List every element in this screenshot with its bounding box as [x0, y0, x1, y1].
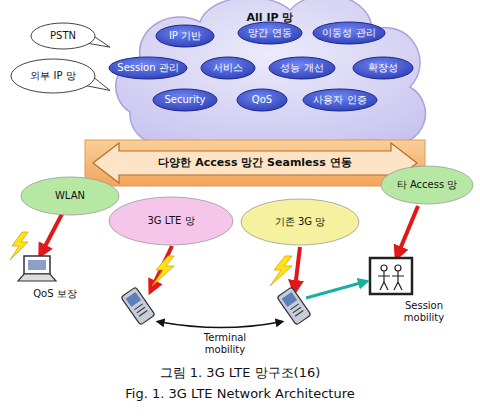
- function-oval: Session 관리: [108, 56, 188, 80]
- oval-shape: [269, 57, 335, 79]
- node-label: IP 기반: [169, 30, 201, 42]
- speech-bubble: PSTN: [30, 22, 96, 50]
- access-arrow: [42, 214, 62, 252]
- lightning-bolt: [152, 256, 174, 286]
- node-label: 외부 IP 망: [30, 70, 75, 82]
- ellipse-shape: [109, 197, 233, 245]
- function-oval: 이동성 관리: [312, 21, 386, 45]
- oval-shape: [237, 89, 287, 111]
- bubble-shape: [31, 23, 95, 49]
- node-label: 타 Access 망: [397, 179, 458, 191]
- speech-bubble: 외부 IP 망: [10, 58, 96, 94]
- function-oval: 서비스: [200, 56, 256, 80]
- access-band: 다양한 Access 망간 Seamless 연동: [85, 140, 425, 186]
- node-label: PSTN: [50, 30, 76, 42]
- function-oval: Security: [152, 88, 218, 112]
- note-label: Session mobility: [392, 300, 456, 324]
- network-cloud: All IP 망IP 기반망간 연동이동성 관리Session 관리서비스성능 …: [100, 2, 440, 152]
- oval-shape: [303, 89, 377, 111]
- oval-shape: [238, 22, 302, 44]
- network-ellipse: 타 Access 망: [380, 165, 474, 205]
- ellipse-shape: [381, 166, 473, 204]
- session-arrow: [306, 282, 364, 298]
- ellipse-shape: [241, 199, 359, 245]
- node-label: 3G LTE 망: [147, 215, 194, 227]
- mobility-arrow: [160, 322, 280, 328]
- function-oval: 망간 연동: [237, 21, 303, 45]
- node-label: 이동성 관리: [322, 27, 375, 39]
- network-ellipse: 기존 3G 망: [240, 198, 360, 246]
- function-oval: QoS: [236, 88, 288, 112]
- function-oval: 성능 개선: [268, 56, 336, 80]
- cloud-shape: [116, 0, 426, 144]
- phone-icon: [277, 287, 311, 325]
- access-arrow: [398, 206, 418, 254]
- network-ellipse: WLAN: [20, 176, 120, 216]
- ellipse-shape: [21, 177, 119, 215]
- network-ellipse: 3G LTE 망: [108, 196, 234, 246]
- oval-shape: [353, 57, 413, 79]
- note-label: Terminal mobility: [195, 332, 255, 356]
- lightning-bolt: [270, 256, 292, 286]
- node-label: 망간 연동: [248, 27, 291, 39]
- oval-shape: [156, 25, 214, 47]
- node-label: 사용자 인증: [313, 94, 366, 106]
- node-label: 서비스: [213, 62, 243, 74]
- oval-shape: [313, 22, 385, 44]
- node-label: WLAN: [55, 190, 85, 202]
- note-label: QoS 보장: [20, 288, 90, 300]
- phone-icon: [121, 287, 155, 325]
- node-label: Session 관리: [117, 62, 178, 74]
- function-oval: 사용자 인증: [302, 88, 378, 112]
- access-arrow: [295, 247, 300, 288]
- node-label: 다양한 Access 망간 Seamless 연동: [158, 157, 351, 170]
- node-label: Security: [164, 94, 205, 106]
- laptop-icon: [18, 256, 56, 281]
- node-label: 확장성: [368, 62, 398, 74]
- node-label: 성능 개선: [280, 62, 323, 74]
- tv-icon: [370, 258, 412, 294]
- node-label: QoS: [252, 94, 272, 106]
- figure-caption: 그림 1. 3G LTE 망구조(16): [0, 364, 480, 382]
- band-shape: [85, 140, 425, 186]
- function-oval: IP 기반: [155, 24, 215, 48]
- node-label: 기존 3G 망: [275, 216, 325, 228]
- oval-shape: [201, 57, 255, 79]
- oval-shape: [109, 57, 187, 79]
- function-oval: 확장성: [352, 56, 414, 80]
- bubble-shape: [11, 59, 95, 93]
- caption-english: Fig. 1. 3G LTE Network Architecture: [0, 386, 480, 401]
- oval-shape: [153, 89, 217, 111]
- double-arrow: [93, 143, 417, 183]
